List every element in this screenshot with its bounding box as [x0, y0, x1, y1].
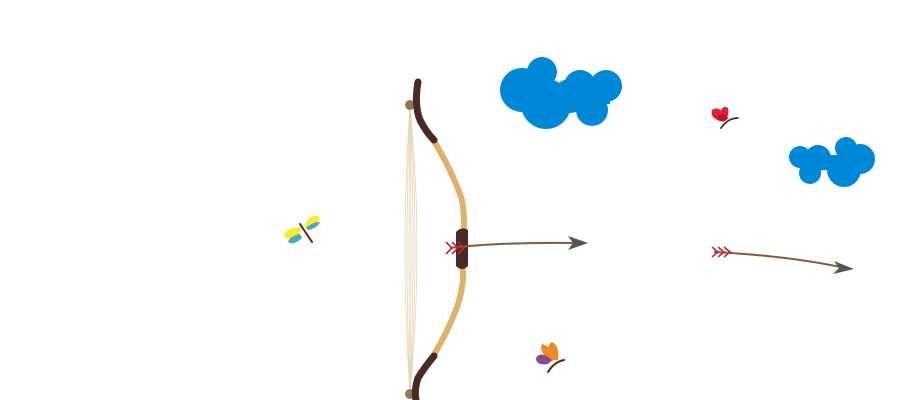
- butterfly-red-icon[interactable]: [711, 106, 739, 129]
- butterfly-orange-purple-icon[interactable]: [536, 342, 565, 373]
- butterfly-yellow-blue-icon[interactable]: [284, 215, 320, 244]
- butterfly-wing: [541, 344, 554, 362]
- arrow-fletching: [711, 246, 732, 258]
- arrow-head: [568, 236, 588, 250]
- bow-tip-bottom: [411, 352, 438, 400]
- nocked-arrow-icon[interactable]: [445, 236, 588, 255]
- bow-tip-top: [412, 78, 438, 144]
- cloud-small-icon: [789, 137, 875, 187]
- arrow-shaft: [713, 251, 846, 269]
- flying-arrow-icon[interactable]: [711, 246, 854, 274]
- arrow-shaft: [449, 241, 579, 249]
- butterfly-body: [547, 359, 565, 373]
- butterfly-body: [299, 223, 313, 243]
- butterfly-wing: [288, 234, 302, 244]
- butterfly-body: [720, 117, 739, 129]
- arrow-fletching: [445, 241, 466, 255]
- bow-grip: [456, 228, 468, 269]
- cloud-large-icon: [500, 57, 622, 129]
- butterfly-wing: [718, 114, 728, 122]
- arrow-head: [833, 261, 854, 274]
- bow-icon[interactable]: [404, 78, 468, 400]
- bow-string: [404, 104, 418, 394]
- butterfly-wing: [536, 354, 552, 365]
- butterfly-wing: [306, 222, 320, 230]
- bow-nock-top: [405, 100, 415, 110]
